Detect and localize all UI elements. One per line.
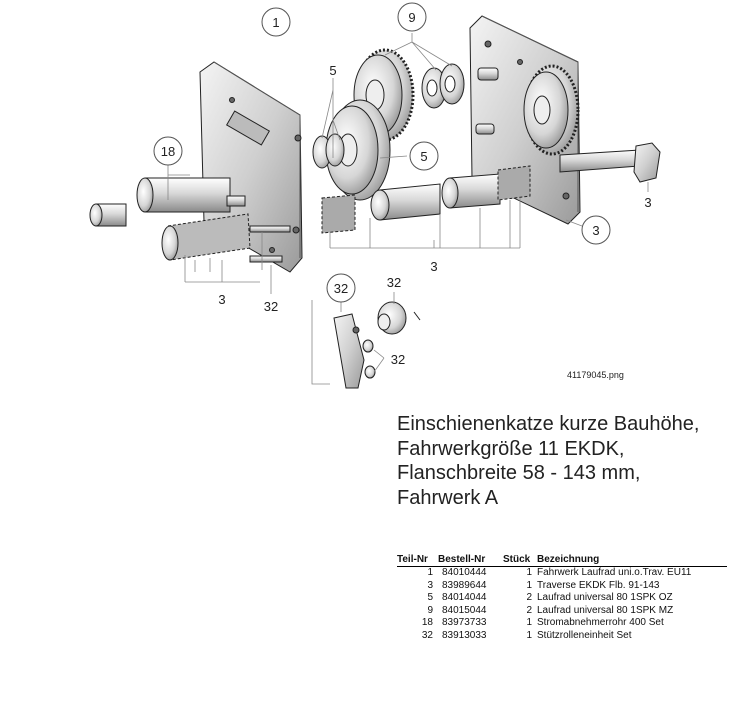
callouts: 1 9 5 5 18 3 3 3 3 32: [153, 2, 652, 367]
cell-stueck: 1: [526, 629, 532, 641]
table-row: 5 84014044 2 Laufrad universal 80 1SPK O…: [397, 592, 727, 605]
table-row: 18 83973733 1 Stromabnehmerrohr 400 Set: [397, 617, 727, 630]
cell-teil: 1: [427, 567, 433, 578]
callout-9: 9: [397, 2, 427, 32]
svg-text:3: 3: [218, 292, 225, 307]
header-bestell-nr: Bestell-Nr: [438, 554, 486, 565]
cell-bestell: 83973733: [442, 617, 487, 628]
cell-bezeichnung: Stützrolleneinheit Set: [537, 629, 632, 641]
callout-1: 1: [261, 7, 291, 37]
svg-text:32: 32: [334, 281, 348, 296]
svg-text:5: 5: [329, 63, 336, 78]
cell-stueck: 1: [526, 579, 532, 591]
title-line-3: Flanschbreite 58 - 143 mm,: [397, 462, 641, 484]
callout-3-center: 3: [430, 259, 437, 274]
title-line-2: Fahrwerkgröße 11 EKDK,: [397, 437, 625, 460]
threaded-spacer: [161, 195, 291, 263]
callout-3-far-right: 3: [644, 195, 651, 210]
table-row: 9 84015044 2 Laufrad universal 80 1SPK M…: [397, 605, 727, 618]
svg-text:3: 3: [592, 223, 599, 238]
header-stueck: Stück: [503, 554, 531, 565]
cell-bezeichnung: Laufrad universal 80 1SPK MZ: [537, 604, 674, 616]
svg-text:32: 32: [391, 352, 405, 367]
collector-tubes: [89, 177, 231, 227]
cell-stueck: 1: [526, 567, 532, 578]
cell-bezeichnung: Stromabnehmerrohr 400 Set: [537, 617, 664, 628]
title-line-1: Einschienenkatze kurze Bauhöhe,: [397, 413, 700, 435]
bearing-pair: [421, 63, 465, 109]
cell-teil: 32: [421, 629, 433, 641]
cell-bestell: 83913033: [442, 629, 487, 641]
callout-32-nuts: 32: [391, 352, 405, 367]
svg-text:9: 9: [408, 10, 415, 25]
svg-text:5: 5: [420, 149, 427, 164]
cell-bestell: 84014044: [442, 592, 487, 603]
exploded-diagram: 1 9 5 5 18 3 3 3 3 32: [89, 2, 661, 389]
callout-3-left: 3: [218, 292, 225, 307]
cell-teil: 9: [427, 604, 433, 616]
svg-text:18: 18: [161, 144, 175, 159]
cell-bestell: 84010444: [442, 567, 487, 578]
callout-18: 18: [153, 136, 183, 166]
title-line-4: Fahrwerk A: [397, 486, 499, 509]
support-roller-unit: [333, 301, 421, 389]
cell-stueck: 2: [526, 592, 532, 603]
cell-bestell: 84015044: [442, 604, 487, 616]
svg-text:32: 32: [264, 299, 278, 314]
callout-32-roller: 32: [387, 275, 401, 290]
cell-bezeichnung: Laufrad universal 80 1SPK OZ: [537, 592, 673, 603]
cell-bezeichnung: Fahrwerk Laufrad uni.o.Trav. EU11: [537, 567, 692, 578]
running-wheel: [325, 99, 391, 201]
callout-5-right: 5: [409, 141, 439, 171]
header-teil-nr: Teil-Nr: [397, 554, 428, 565]
callout-32-circled: 32: [326, 273, 356, 303]
gear-wheel-right: [523, 64, 580, 156]
small-pins: [475, 67, 499, 135]
cell-bezeichnung: Traverse EKDK Flb. 91-143: [537, 579, 660, 591]
cell-teil: 18: [421, 617, 433, 628]
cell-stueck: 1: [526, 617, 532, 628]
svg-text:3: 3: [644, 195, 651, 210]
wheel-bearing: [312, 133, 345, 169]
cell-stueck: 2: [526, 604, 532, 616]
callout-32-left: 32: [264, 299, 278, 314]
table-row: 3 83989644 1 Traverse EKDK Flb. 91-143: [397, 580, 727, 593]
table-row: 1 84010444 1 Fahrwerk Laufrad uni.o.Trav…: [397, 567, 727, 580]
cell-bestell: 83989644: [442, 579, 487, 591]
image-filename: 41179045.png: [567, 370, 624, 380]
svg-text:32: 32: [387, 275, 401, 290]
callout-5-upper: 5: [329, 63, 336, 78]
callout-3-right: 3: [581, 215, 611, 245]
parts-table: Teil-Nr Bestell-Nr Stück Bezeichnung 1 8…: [397, 554, 727, 642]
parts-table-header: Teil-Nr Bestell-Nr Stück Bezeichnung: [397, 554, 727, 567]
axle-assembly: [321, 142, 661, 234]
svg-text:3: 3: [430, 259, 437, 274]
cell-teil: 5: [427, 592, 433, 603]
svg-text:1: 1: [272, 15, 279, 30]
table-row: 32 83913033 1 Stützrolleneinheit Set: [397, 630, 727, 643]
title-block: Einschienenkatze kurze Bauhöhe, Fahrwerk…: [397, 412, 747, 510]
header-bezeichnung: Bezeichnung: [537, 554, 600, 565]
cell-teil: 3: [427, 579, 433, 591]
